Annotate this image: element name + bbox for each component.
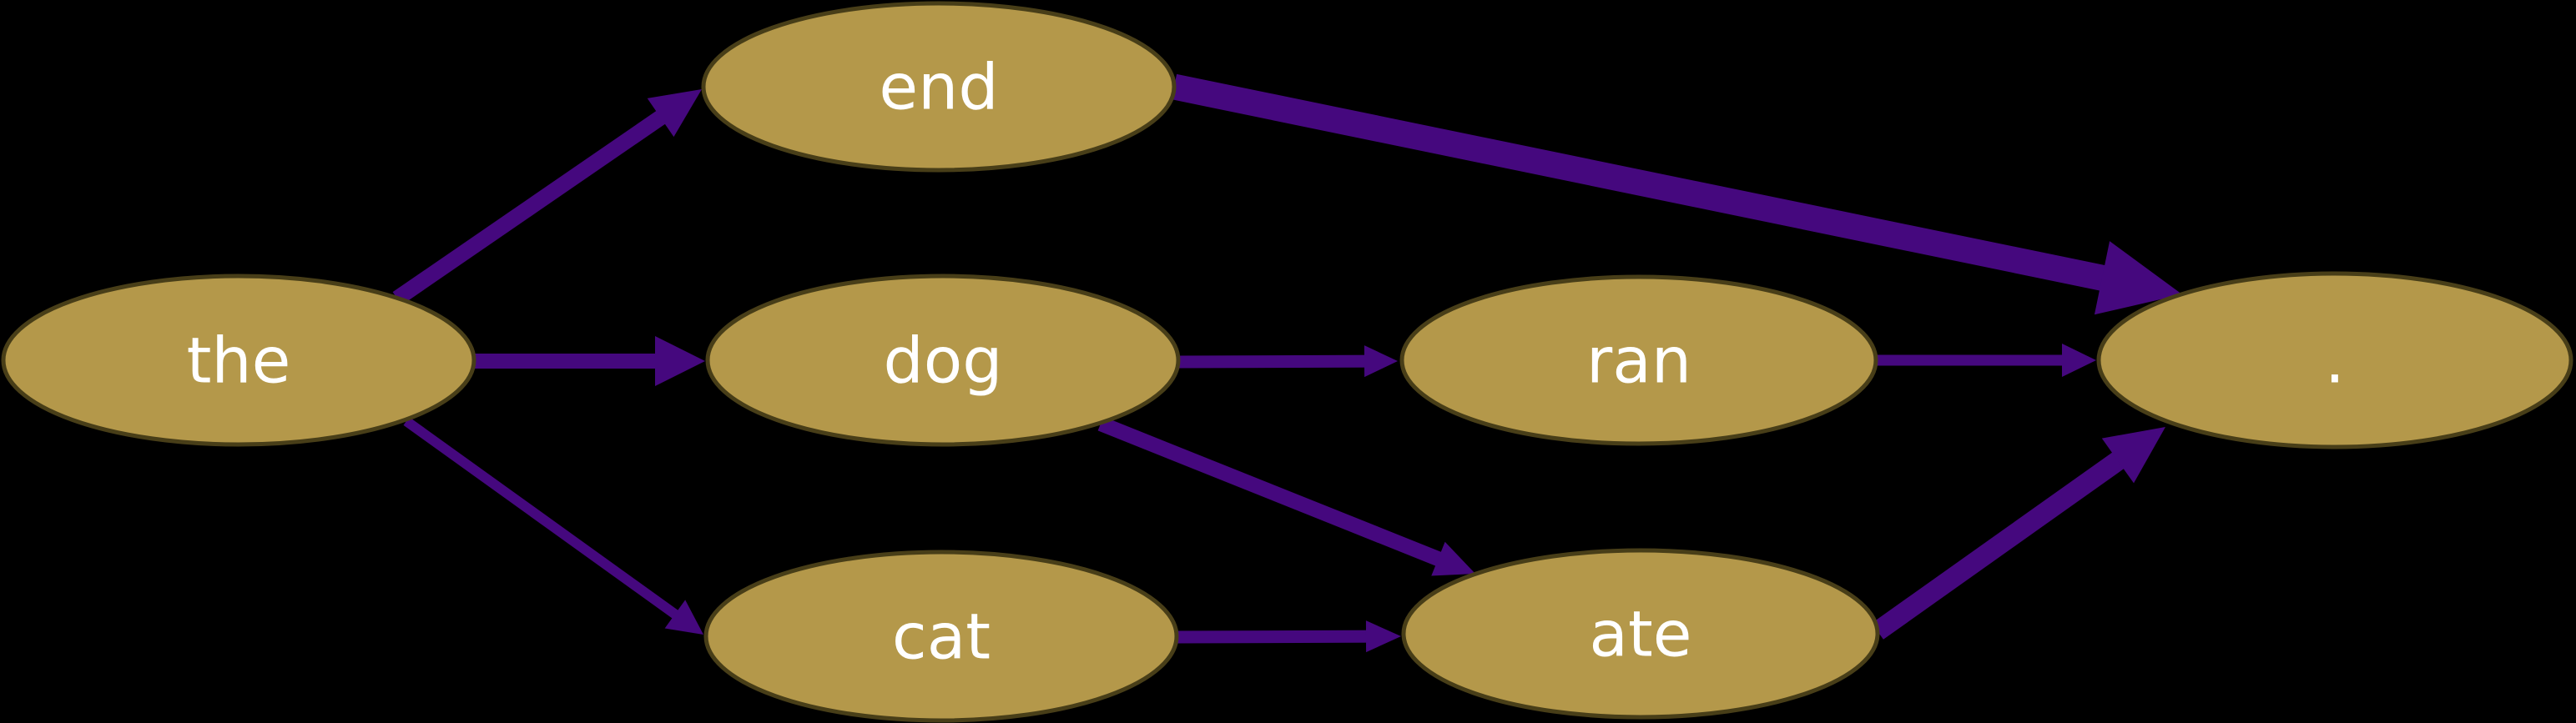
node-label-ate: ate bbox=[1589, 597, 1691, 671]
arrowhead-end-period bbox=[2094, 241, 2182, 315]
edge-dog-ate bbox=[1097, 416, 1453, 570]
arrowhead-cat-ate bbox=[1365, 620, 1401, 653]
node-ellipse-ate bbox=[1401, 548, 1880, 720]
arrowhead-ran-period bbox=[2062, 344, 2096, 377]
node-the: the bbox=[1, 274, 476, 447]
arrowhead-the-cat bbox=[664, 600, 703, 635]
edge-cat-ate bbox=[1176, 630, 1377, 644]
arrowhead-ate-period bbox=[2101, 427, 2165, 484]
node-ellipse-the bbox=[1, 274, 476, 447]
arrowhead-the-end bbox=[647, 89, 702, 138]
node-ellipse-ran bbox=[1399, 274, 1878, 446]
edge-end-period bbox=[1171, 73, 2129, 296]
node-label-end: end bbox=[879, 50, 998, 124]
node-ellipse-cat bbox=[703, 550, 1179, 723]
node-dog: dog bbox=[705, 274, 1181, 447]
node-ran: ran bbox=[1399, 274, 1878, 446]
node-label-period: . bbox=[2325, 324, 2345, 398]
node-end: end bbox=[701, 1, 1177, 173]
arrowhead-dog-ate bbox=[1431, 541, 1475, 576]
node-ellipse-dog bbox=[705, 274, 1181, 447]
node-label-the: the bbox=[187, 324, 291, 398]
arrowhead-the-dog bbox=[655, 336, 705, 386]
edge-the-end bbox=[392, 102, 678, 305]
edge-ate-period bbox=[1872, 442, 2138, 640]
node-ellipse-period bbox=[2096, 271, 2573, 449]
node-ellipse-end bbox=[701, 1, 1177, 173]
node-cat: cat bbox=[703, 550, 1179, 723]
node-period: . bbox=[2096, 271, 2573, 449]
node-label-ran: ran bbox=[1586, 324, 1691, 398]
edge-the-cat bbox=[403, 417, 687, 625]
node-ate: ate bbox=[1401, 548, 1880, 720]
edge-dog-ran bbox=[1177, 354, 1375, 369]
node-label-dog: dog bbox=[884, 324, 1003, 398]
arrowhead-dog-ran bbox=[1364, 345, 1398, 378]
node-label-cat: cat bbox=[892, 600, 991, 674]
